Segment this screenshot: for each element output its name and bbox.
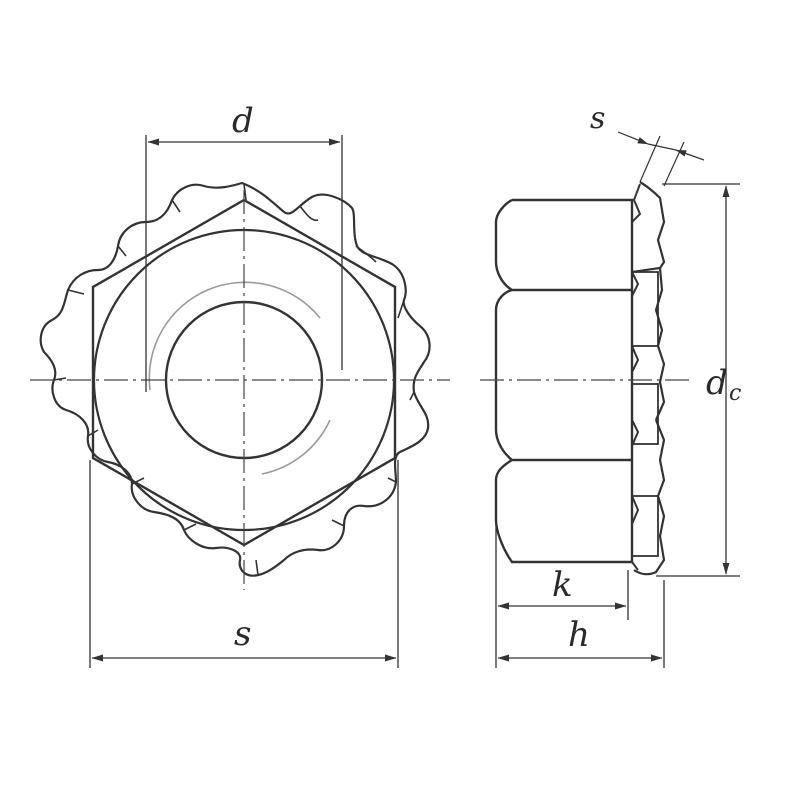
- dimension-d: d: [145, 101, 343, 392]
- side-washer-teeth: [631, 181, 666, 576]
- thread-arc-lower: [261, 419, 331, 475]
- tooth-block-1: [631, 271, 659, 347]
- side-view: s d c k h: [480, 101, 741, 668]
- label-k: k: [552, 565, 573, 605]
- tooth-block-2: [631, 383, 659, 445]
- side-hex-body: [494, 198, 634, 564]
- dimension-dc: d c: [656, 183, 741, 577]
- dimension-s-front: s: [89, 460, 399, 668]
- tooth-block-3: [631, 495, 659, 557]
- thread-arc-upper: [148, 281, 321, 391]
- dimension-h: h: [497, 580, 665, 668]
- dimension-k: k: [495, 525, 629, 668]
- label-h: h: [568, 615, 590, 655]
- serrated-washer-teeth: [39, 181, 431, 577]
- label-dc: d: [706, 363, 728, 403]
- dimension-s-side: s: [590, 101, 705, 187]
- label-s-side: s: [590, 101, 605, 136]
- label-s-front: s: [234, 614, 251, 654]
- side-washer-inner-edge: [631, 183, 642, 571]
- front-view: d s: [30, 101, 450, 668]
- label-dc-subscript: c: [729, 381, 741, 406]
- label-d: d: [232, 101, 254, 141]
